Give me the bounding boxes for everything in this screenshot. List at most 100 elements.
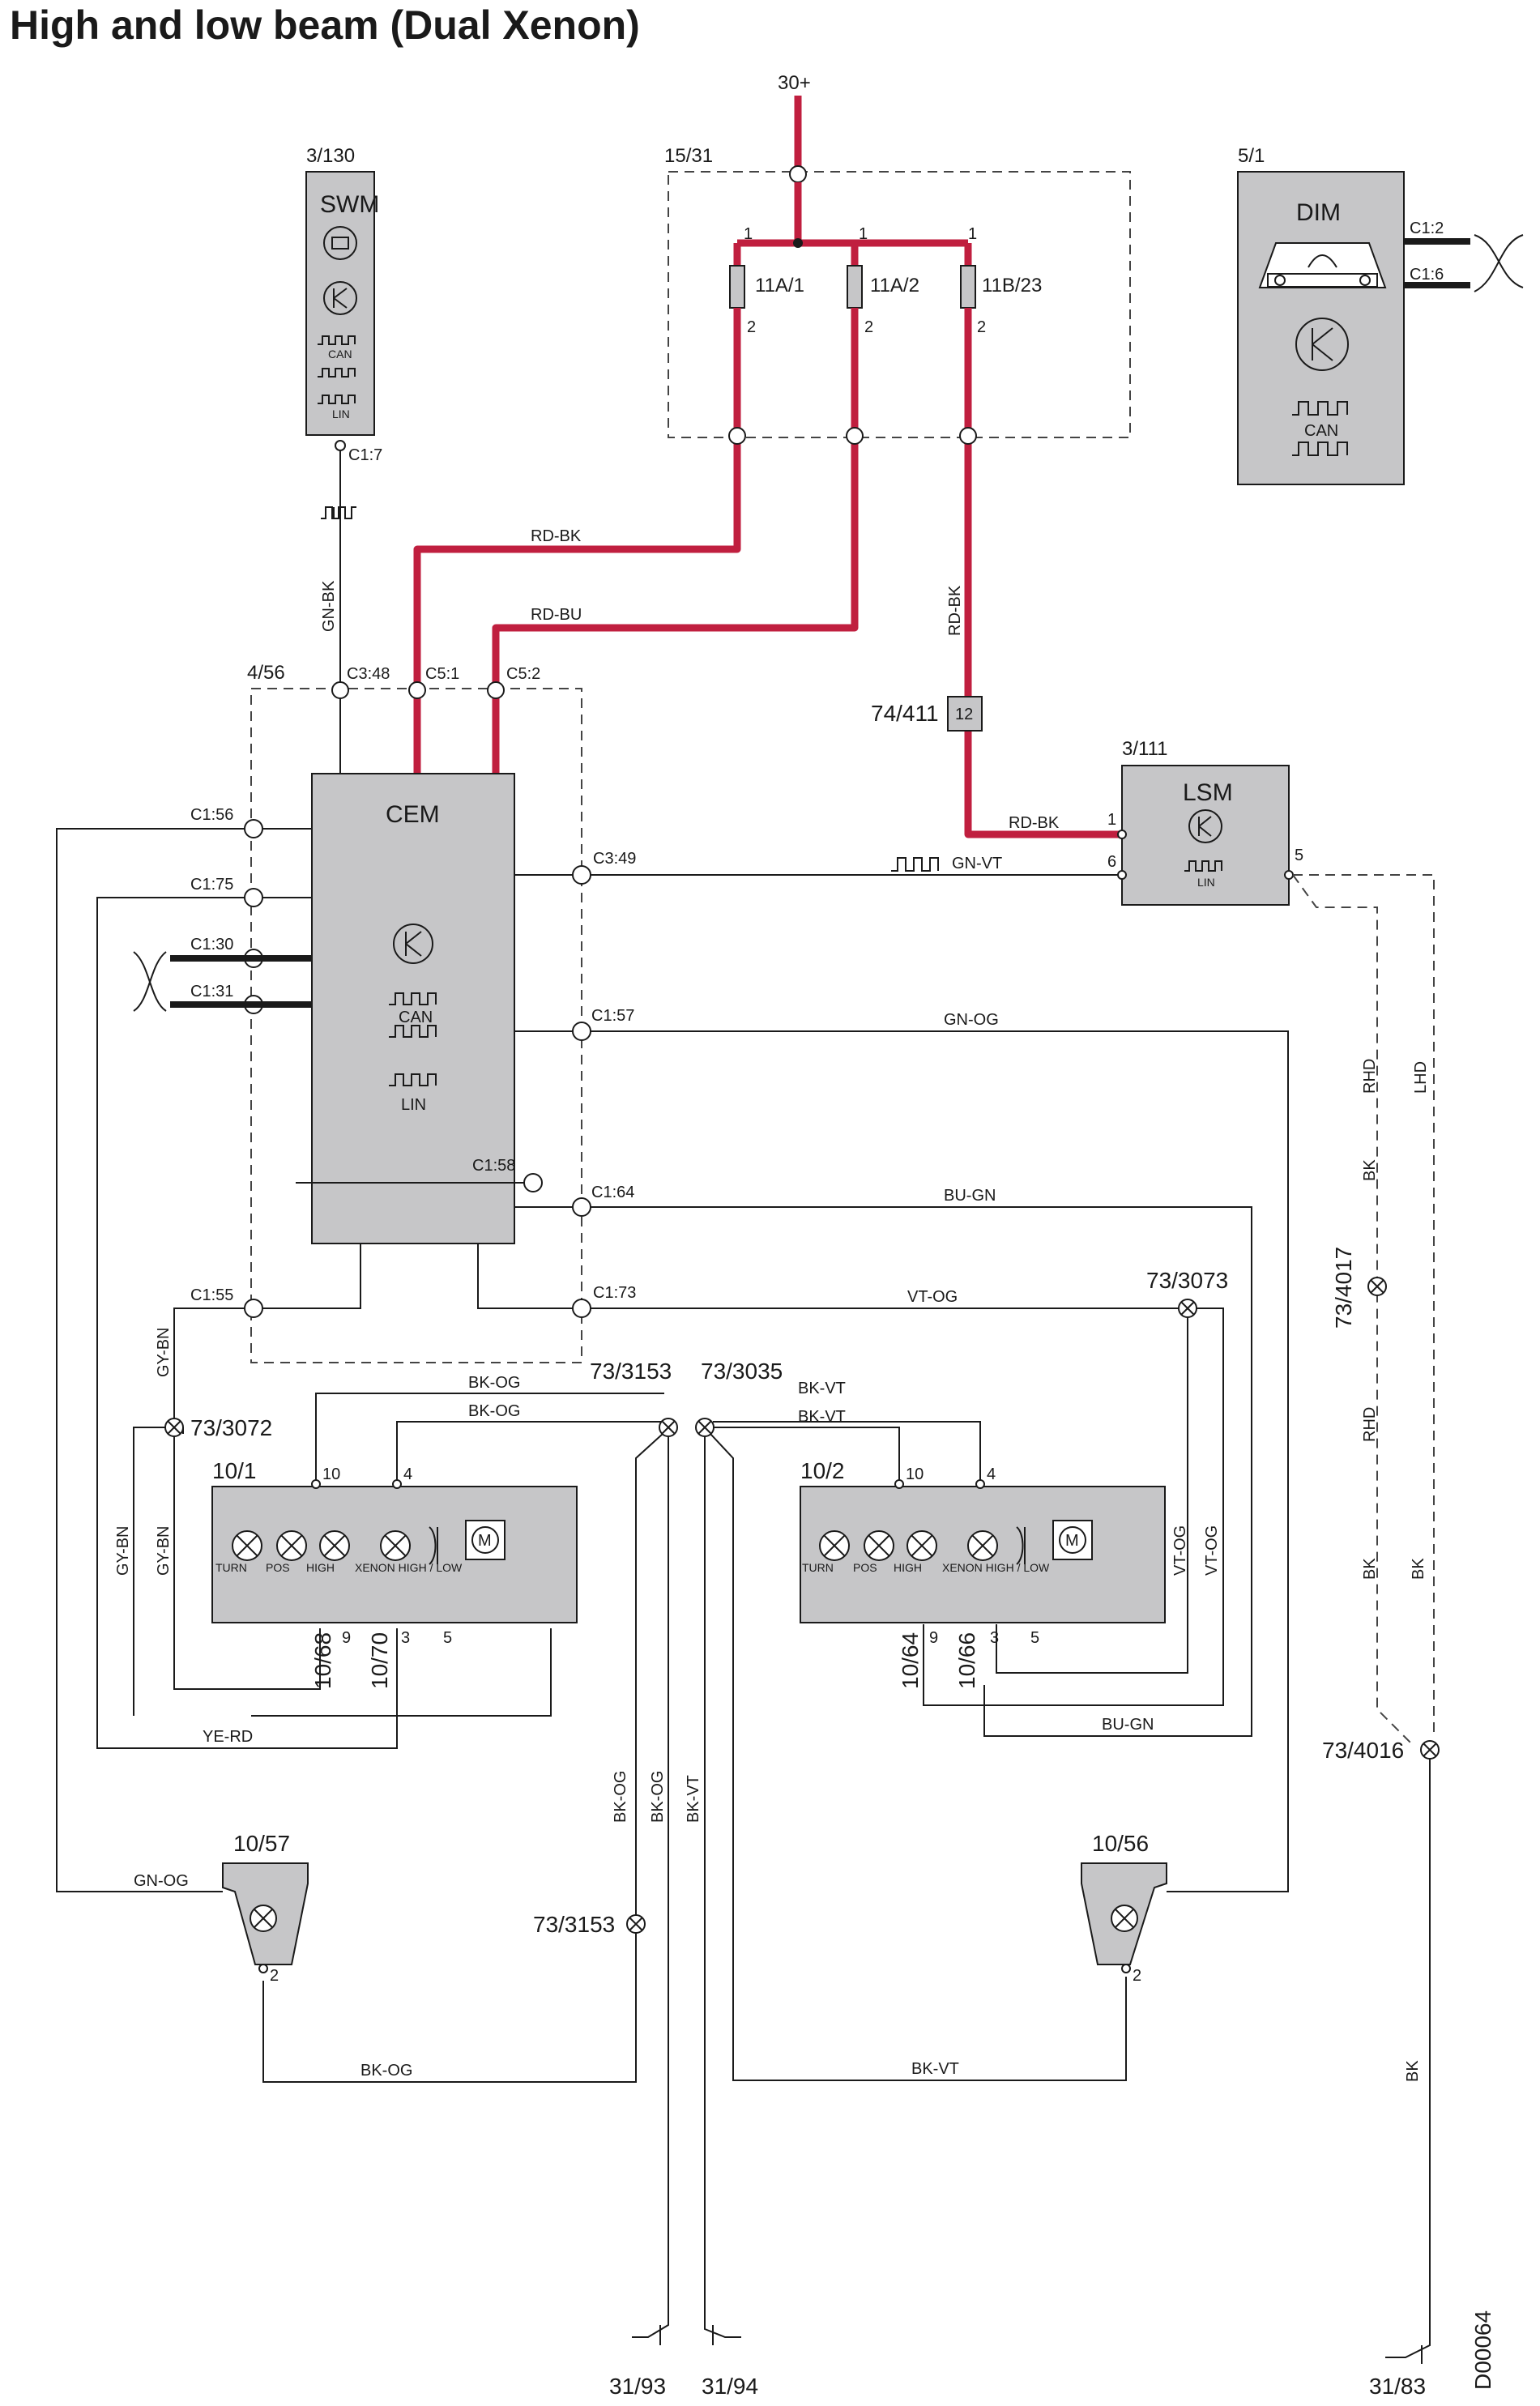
headlamp-right-pin-label-4: 4 <box>987 1465 996 1483</box>
connector-74-411-ref: 74/411 <box>871 701 939 726</box>
wire-label-gy-bn-2: GY-BN <box>114 1525 132 1576</box>
wire-label-bk-vt-3: BK-VT <box>798 1408 846 1426</box>
splice-73-3153-top-ref: 73/3153 <box>590 1359 672 1384</box>
headlamp-right-turn-lamp-icon <box>819 1530 850 1561</box>
cem-can-pulse-icon-2 <box>389 1025 437 1038</box>
cem-pin-label-c1-55: C1:55 <box>190 1286 233 1304</box>
fuse-box-ref: 15/31 <box>664 145 713 167</box>
foglamp-left-pin <box>258 1964 268 1973</box>
wire-label-vt-og-3: VT-OG <box>1203 1525 1221 1576</box>
wire-label-rd-bk: RD-BK <box>531 527 582 545</box>
headlamp-left-pin-4 <box>392 1479 402 1489</box>
splice-73-4017 <box>1367 1277 1387 1296</box>
dim-can-bus <box>1404 238 1470 288</box>
supply-node <box>789 165 807 183</box>
wire-gn-og-right <box>591 1030 1289 1892</box>
gn-vt-lin-signal-icon <box>891 857 939 872</box>
connector-74-411 <box>947 696 983 732</box>
cem-pin-label-c1-56: C1:56 <box>190 806 233 824</box>
wire-label-bk-vt-4: BK-VT <box>911 2060 959 2078</box>
document-id: D00064 <box>1470 2310 1495 2390</box>
can-pulse-icon <box>318 335 356 345</box>
svg-text:11A/2: 11A/2 <box>870 275 919 296</box>
wire-rd-bu-cem <box>492 308 859 774</box>
headlamp-left-pin-label-4: 4 <box>403 1465 412 1483</box>
dim-can-label: CAN <box>1304 422 1338 440</box>
cem-pin-label-c1-75: C1:75 <box>190 876 233 894</box>
headlamp-right-pin-10 <box>894 1479 904 1489</box>
cem-pin-label-c1-73: C1:73 <box>593 1284 636 1302</box>
cem-pin-label-c1-64: C1:64 <box>591 1184 634 1201</box>
headlamp-left-motor-icon: M <box>465 1520 506 1560</box>
foglamp-left-ref: 10/57 <box>233 1831 290 1856</box>
wire-label-gy-bn-3: GY-BN <box>155 1525 173 1576</box>
wire-label-bu-gn: BU-GN <box>944 1187 996 1205</box>
wire-label-bk-vt-2: BK-VT <box>798 1380 846 1397</box>
can-pulse-icon-2 <box>318 368 356 378</box>
wire-bu-gn <box>591 1206 1252 1737</box>
headlamp-left-pin-label-9: 9 <box>342 1629 351 1647</box>
headlamp-right-ballast-icon <box>1016 1526 1026 1565</box>
splice-73-3035-ref: 73/3035 <box>701 1359 783 1384</box>
wire-label-vt-og-2: VT-OG <box>1171 1525 1189 1576</box>
swm-name: SWM <box>320 191 379 218</box>
dim-twisted-pair <box>1474 234 1524 292</box>
cem-transistor-icon <box>393 924 433 964</box>
wire-gn-og-left <box>56 828 245 1892</box>
lsm-pin-6 <box>1117 870 1127 880</box>
svg-text:11B/23: 11B/23 <box>982 275 1042 296</box>
wire-label-rd-bu: RD-BU <box>531 606 582 624</box>
splice-73-3072-ref: 73/3072 <box>190 1415 272 1440</box>
rhd-label-2: RHD <box>1361 1407 1379 1442</box>
headlamp-left-high-lamp-icon <box>319 1530 350 1561</box>
lsm-module <box>1121 765 1290 906</box>
splice-73-3073-ref: 73/3073 <box>1146 1268 1228 1293</box>
cem-pin-label-c1-57: C1:57 <box>591 1007 634 1025</box>
cem-pin-c3-49 <box>572 865 591 885</box>
wire-bk-vt-ground <box>704 1421 1127 2345</box>
wire-label-bk-og-5: BK-OG <box>360 2062 412 2080</box>
headlamp-left-pos-label: POS <box>266 1561 290 1574</box>
ground-31-93: 31/93 <box>609 2374 666 2399</box>
headlamp-right-turn-label: TURN <box>802 1561 834 1574</box>
wire-bk-og-foglamp-left <box>262 1981 637 2083</box>
lsm-lin-label: LIN <box>1197 876 1215 889</box>
foglamp-left-pin-label: 2 <box>270 1967 279 1985</box>
headlamp-left-pin-label-5: 5 <box>443 1629 452 1647</box>
headlamp-right-pin-label-3: 3 <box>990 1629 999 1647</box>
headlamp-left-sub-ref-2: 10/70 <box>367 1632 392 1689</box>
cem-pin-c1-75 <box>244 888 263 907</box>
swm-ref: 3/130 <box>306 145 355 167</box>
headlamp-left-pin-10 <box>311 1479 321 1489</box>
lin-pulse-icon <box>318 395 356 404</box>
lsm-pin-label-6: 6 <box>1107 853 1116 871</box>
headlamp-right-sub-ref-1: 10/64 <box>898 1632 923 1689</box>
splice-73-4017-ref: 73/4017 <box>1331 1247 1356 1329</box>
ground-31-83: 31/83 <box>1369 2374 1426 2399</box>
svg-text:11A/1: 11A/1 <box>755 275 804 296</box>
dim-pin-c1-6: C1:6 <box>1410 266 1444 284</box>
wire-vt-og-headlamp-right <box>923 1308 1224 1706</box>
lsm-name: LSM <box>1183 779 1233 806</box>
fuse-11a-2: 1 11A/2 2 <box>847 225 919 336</box>
foglamp-left-icon <box>222 1862 309 1965</box>
headlamp-right-pin-label-9: 9 <box>929 1629 938 1647</box>
dim-can-pulse-icon <box>1292 401 1348 416</box>
cem-can-pulse-icon <box>389 992 437 1005</box>
svg-text:2: 2 <box>747 318 756 336</box>
cem-pin-c1-58 <box>523 1173 543 1192</box>
wire-label-gn-og: GN-OG <box>944 1011 999 1029</box>
swm-lin-label: LIN <box>332 407 350 420</box>
headlamp-right-motor-icon: M <box>1052 1520 1093 1560</box>
headlamp-right-sub-ref-2: 10/66 <box>954 1632 979 1689</box>
headlamp-left-pin-label-3: 3 <box>401 1629 410 1647</box>
wire-label-rd-bk-vertical: RD-BK <box>946 585 964 636</box>
splice-73-3072 <box>164 1418 184 1437</box>
wire-gy-bn-top <box>173 1308 245 1426</box>
connector-74-411-pin: 12 <box>955 706 973 723</box>
cem-ref: 4/56 <box>247 662 285 684</box>
headlamp-right-pin-4 <box>975 1479 985 1489</box>
cem-pin-label-c5-2: C5:2 <box>506 665 540 683</box>
dim-ref: 5/1 <box>1238 145 1265 167</box>
svg-text:M: M <box>478 1532 492 1550</box>
